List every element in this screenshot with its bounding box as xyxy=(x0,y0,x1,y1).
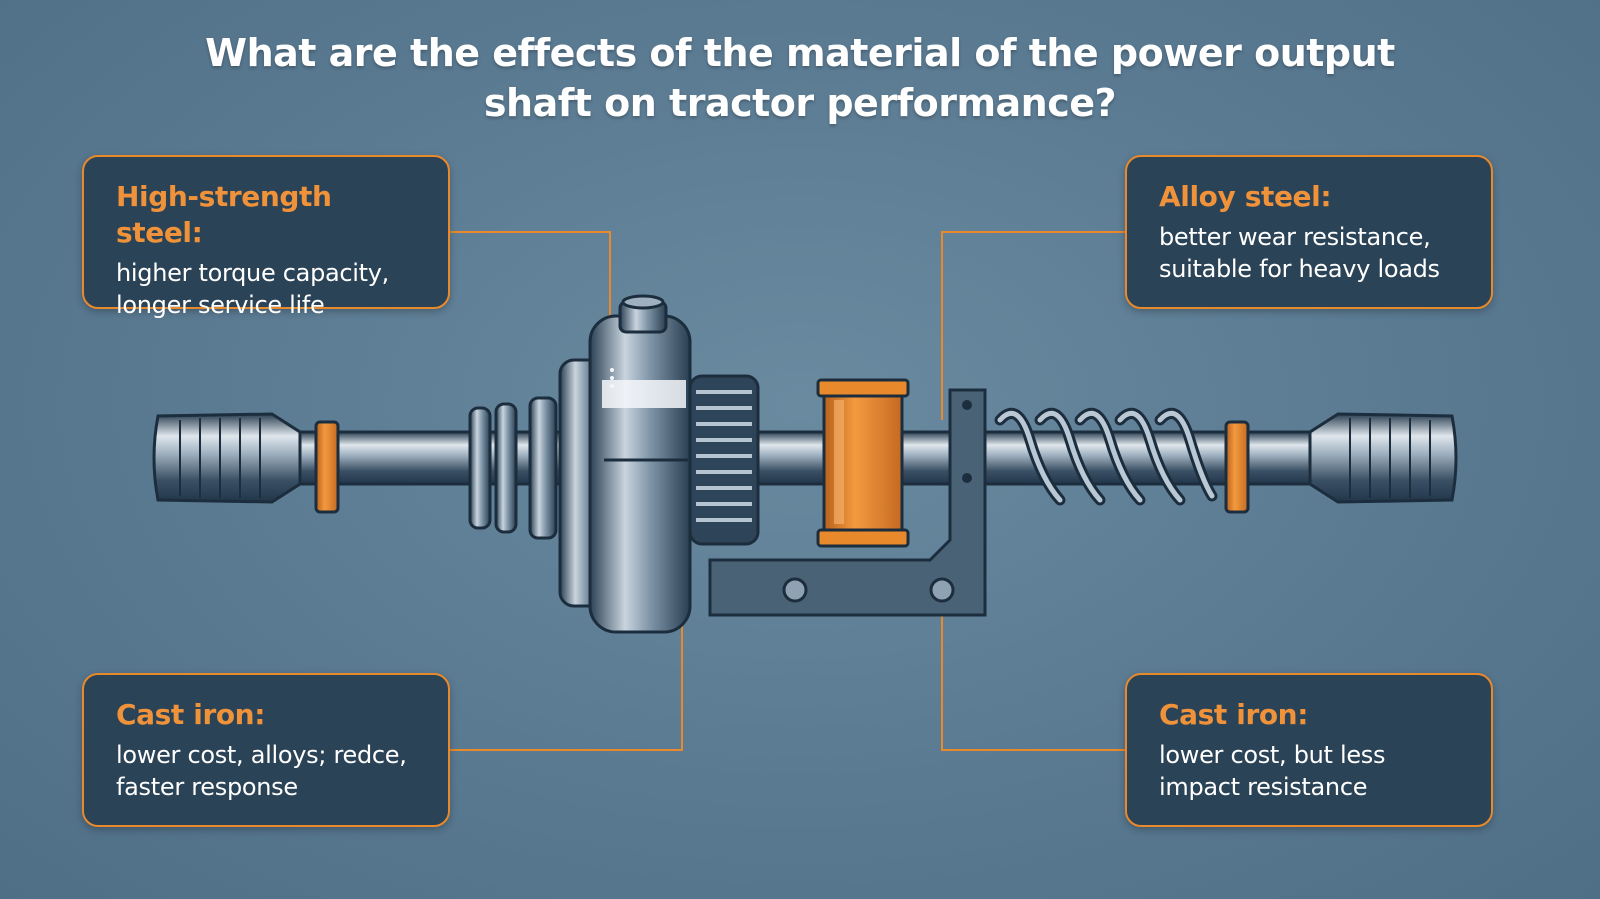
callout-body: lower cost, but less impact resistance xyxy=(1159,739,1461,803)
callout-cast-iron-right: Cast iron: lower cost, but less impact r… xyxy=(1125,673,1493,827)
orange-coupling xyxy=(816,378,910,548)
callout-body: better wear resistance, suitable for hea… xyxy=(1159,221,1461,285)
callout-body: lower cost, alloys; redce, faster respon… xyxy=(116,739,418,803)
callout-body: higher torque capacity, longer service l… xyxy=(116,257,418,321)
callout-heading: High-strength steel: xyxy=(116,180,332,249)
left-spline-end xyxy=(152,412,302,504)
bracket-bolt xyxy=(962,400,972,410)
title-line: What are the effects of the material of … xyxy=(205,31,1395,75)
callout-high-strength-steel: High-strength steel: higher torque capac… xyxy=(82,155,450,319)
callout-heading: Cast iron: xyxy=(116,698,266,731)
callout-text-line: faster response xyxy=(116,773,298,801)
gear-housing xyxy=(558,294,692,634)
callout-alloy-steel: Alloy steel: better wear resistance, sui… xyxy=(1125,155,1493,309)
right-spline-end xyxy=(1308,412,1458,504)
callout-heading: Cast iron: xyxy=(1159,698,1309,731)
callout-text-line: lower cost, but less xyxy=(1159,741,1386,769)
title-line: shaft on tractor performance? xyxy=(483,81,1117,125)
callout-cast-iron-left: Cast iron: lower cost, alloys; redce, fa… xyxy=(82,673,450,827)
bracket-bolt xyxy=(929,577,955,603)
bracket xyxy=(708,388,987,617)
page-title: What are the effects of the material of … xyxy=(150,28,1450,128)
connector-lines xyxy=(450,231,1125,751)
main-shaft xyxy=(288,430,1332,486)
left-orange-collar xyxy=(314,420,340,514)
coil-spring xyxy=(994,407,1218,506)
callout-text-line: higher torque capacity, xyxy=(116,259,390,287)
callout-text-line: lower cost, alloys; redce, xyxy=(116,741,407,769)
left-rings xyxy=(468,396,558,540)
bracket-bolt xyxy=(782,577,808,603)
callout-text-line: longer service life xyxy=(116,291,325,319)
callout-text-line: suitable for heavy loads xyxy=(1159,255,1440,283)
gear-wheel xyxy=(688,374,760,546)
callout-text-line: impact resistance xyxy=(1159,773,1368,801)
right-orange-collar xyxy=(1224,420,1250,514)
bracket-bolt xyxy=(962,473,972,483)
callout-text-line: better wear resistance, xyxy=(1159,223,1431,251)
callout-heading: Alloy steel: xyxy=(1159,180,1332,213)
